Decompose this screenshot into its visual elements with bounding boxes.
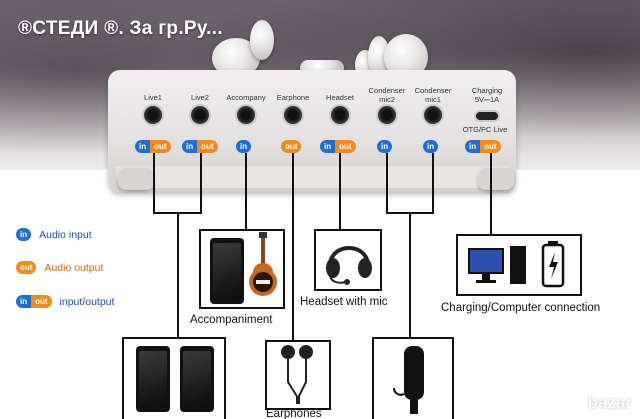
phone-icon [136, 346, 170, 412]
legend-audio-output: out Audio output [16, 261, 103, 274]
port-label-condenser-mic1: Condenser mic1 [414, 86, 452, 104]
legend-label: input/output [60, 296, 115, 308]
legend-label: Audio output [44, 261, 104, 274]
badge-earphone: out [281, 140, 302, 153]
badge-condenser-mic1: in [423, 140, 439, 153]
badge-out: out [31, 295, 52, 308]
legend-badge-in: in [16, 228, 32, 241]
phone-icon [210, 238, 244, 304]
badge-in: in [16, 228, 32, 241]
badge-out: out [281, 140, 302, 153]
badge-in: in [423, 140, 439, 153]
wire [490, 153, 492, 235]
battery-icon [541, 241, 565, 288]
caption-charging: Charging/Computer connection [441, 302, 601, 314]
watermark-top: ®СТЕДИ ®. За гр.Ру... [18, 18, 223, 39]
port-label-earphone: Earphone [276, 93, 310, 102]
badge-in: in [377, 140, 393, 153]
port-label-live2: Live2 [191, 93, 209, 102]
legend-badge-out: out [16, 261, 37, 274]
legend-label: Audio input [39, 228, 92, 241]
badge-accompany: in [236, 140, 252, 153]
caption-earphones: Earphones [266, 408, 322, 419]
badge-in: in [135, 140, 151, 153]
port-label-condenser-mic2: Condenser mic2 [368, 86, 406, 104]
badge-out: out [335, 140, 356, 153]
port-label-headset: Headset [326, 93, 354, 102]
usb-c-port [476, 112, 498, 120]
jack-condenser-mic1 [424, 106, 442, 124]
jack-earphone [284, 106, 302, 124]
wire [292, 153, 294, 341]
jack-live2 [191, 106, 209, 124]
badge-in: in [16, 295, 32, 308]
phone-icon [180, 346, 214, 412]
port-sublabel-otg: OTG/PC Live [462, 125, 508, 134]
guitar-icon [249, 232, 277, 296]
caption-headset: Headset with mic [300, 296, 388, 308]
watermark-bazar: bazar [587, 393, 632, 412]
wire [409, 212, 411, 338]
port-label-charging: Charging 5V⎓1A [471, 86, 503, 104]
wire [177, 212, 179, 338]
computer-icon [468, 246, 526, 284]
device-foot-right [478, 168, 514, 190]
device-foot-left [118, 168, 154, 190]
wire [386, 153, 388, 213]
earphones-icon [281, 345, 313, 404]
jack-condenser-mic2 [378, 106, 396, 124]
jack-headset [331, 106, 349, 124]
wire [245, 153, 247, 231]
legend-audio-input: in Audio input [16, 228, 92, 241]
knob [250, 20, 274, 60]
device-front-lip [116, 166, 508, 188]
badge-condenser-mic2: in [377, 140, 393, 153]
wire [153, 153, 155, 213]
badge-in: in [465, 140, 481, 153]
legend-slash: / [82, 295, 86, 308]
legend-input-word: input [59, 295, 83, 308]
port-label-live1: Live1 [144, 93, 162, 102]
jack-accompany [237, 106, 255, 124]
microphone-icon [393, 346, 424, 414]
badge-in: in [236, 140, 252, 153]
legend-output-word: output [85, 295, 115, 308]
wire [339, 153, 341, 231]
headset-icon [326, 246, 372, 285]
caption-accompaniment: Accompaniment [190, 314, 273, 326]
wire [432, 153, 434, 213]
badge-out: out [480, 140, 501, 153]
knob [368, 36, 390, 78]
wire [200, 153, 202, 213]
badge-out: out [197, 140, 218, 153]
port-label-accompany: Accompany [226, 93, 266, 102]
badge-in: in [182, 140, 198, 153]
badge-out: out [150, 140, 171, 153]
jack-live1 [144, 106, 162, 124]
badge-out: out [16, 261, 37, 274]
badge-in: in [320, 140, 336, 153]
